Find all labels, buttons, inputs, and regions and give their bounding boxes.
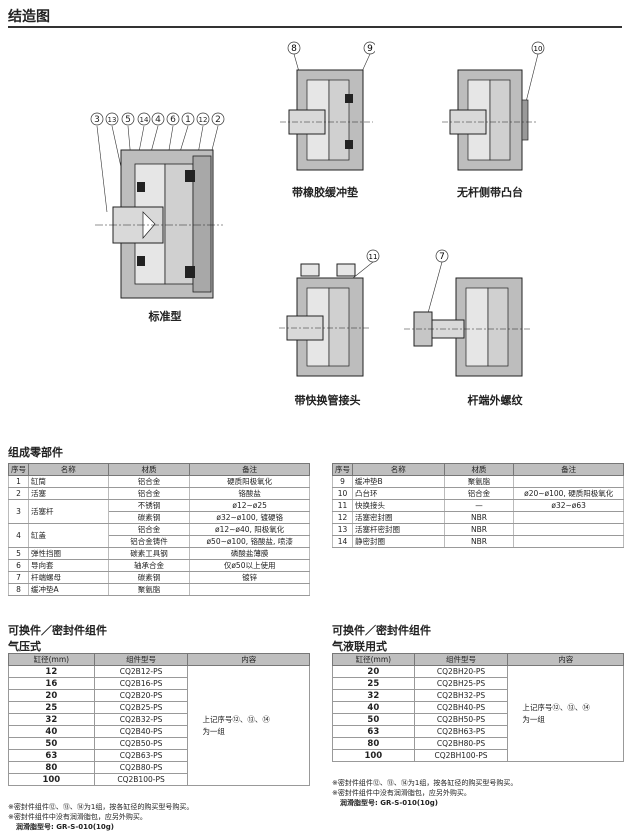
kits-left-note-3: 润滑脂型号: GR-S-010(10g) [16,823,114,831]
kits-right-subtitle: 气液联用式 [332,640,387,653]
callout-14: 14 [140,116,149,124]
kits-right-note-3: 润滑脂型号: GR-S-010(10g) [340,799,438,807]
section-divider [8,26,622,28]
callout-13: 13 [108,116,117,124]
callout-10: 10 [534,45,543,53]
callout-4: 4 [155,115,161,125]
section-title: 结造图 [8,9,50,25]
kits-right-note-2: ※密封件组件中没有润滑脂包，应另外购买。 [332,789,471,797]
callout-12: 12 [199,116,208,124]
table-header-row: 缸径(mm)组件型号内容 [8,653,310,666]
kits-right-note-1: ※密封件组件⑫、⑬、⑭为1组，按各缸径的购买型号购买。 [332,779,518,787]
caption-rubber-bumper: 带橡胶缓冲垫 [292,186,358,199]
parts-title: 组成零部件 [8,446,63,459]
male-thread-drawing: 7 [404,249,530,377]
quick-fitting-drawing: 11 [279,249,380,377]
callout-11: 11 [369,253,378,261]
cylinder-body [95,149,223,299]
kits-left-subtitle: 气压式 [8,640,41,653]
caption-quick-fitting: 带快换管接头 [294,394,361,407]
callout-3: 3 [94,115,100,125]
caption-standard: 标准型 [148,310,182,323]
caption-boss: 无杆侧带凸台 [457,186,523,199]
standard-cylinder-drawing: 3 13 5 14 4 6 1 12 2 [90,112,225,299]
kits-left-note-2: ※密封件组件中没有润滑脂包，应另外购买。 [8,813,147,821]
table-header-row: 序号名称材质备注 [8,463,310,476]
rubber-bumper-drawing: 8 9 [280,41,375,171]
callout-2: 2 [215,115,221,125]
callout-6: 6 [170,115,176,125]
boss-drawing: 10 [442,41,545,171]
callout-7: 7 [439,252,445,262]
callout-9: 9 [367,44,373,54]
table-header-row: 序号名称材质备注 [332,463,624,476]
kits-left-title: 可换件／密封件组件 [8,624,107,637]
kits-left-note-1: ※密封件组件⑫、⑬、⑭为1组，按各缸径的购买型号购买。 [8,803,194,811]
table-header-row: 缸径(mm)组件型号内容 [332,653,624,666]
caption-male-thread: 杆端外螺纹 [467,394,523,407]
callout-5: 5 [125,115,131,125]
kits-right-title: 可换件／密封件组件 [332,624,431,637]
callout-1: 1 [185,115,191,125]
callout-8: 8 [291,44,297,54]
